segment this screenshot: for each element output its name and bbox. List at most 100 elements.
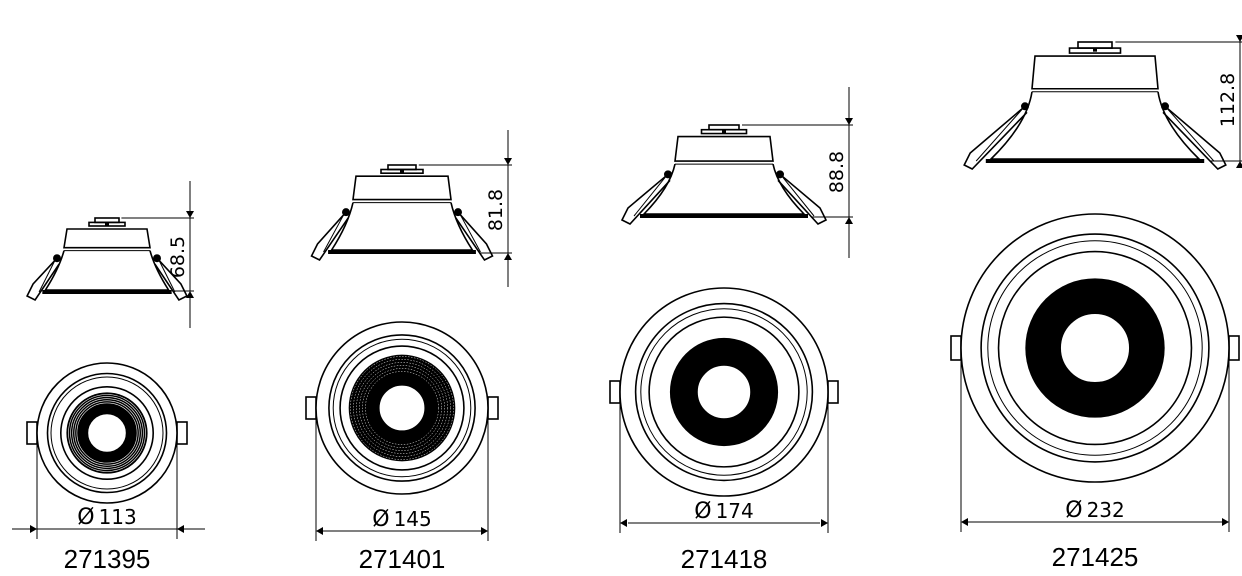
reflector-mesh-ring xyxy=(359,365,445,451)
driver-housing xyxy=(674,135,774,162)
spring-clip xyxy=(455,211,494,262)
mounting-tab xyxy=(950,335,962,361)
terminal-base xyxy=(88,221,126,227)
reflector-ring xyxy=(339,345,465,471)
front-view xyxy=(950,213,1240,483)
spring-clip xyxy=(620,173,671,225)
model-number-label: 271401 xyxy=(359,544,446,574)
arrow-head-icon xyxy=(504,158,512,165)
terminal-base xyxy=(380,168,424,174)
bezel-edge xyxy=(332,338,472,478)
arrow-head-icon xyxy=(845,217,853,224)
front-view xyxy=(305,321,499,495)
terminal-screw xyxy=(722,130,726,134)
front-view xyxy=(26,362,188,504)
diameter-value: 232 xyxy=(1087,498,1125,522)
terminal-base xyxy=(700,128,748,135)
terminal-screw xyxy=(1093,48,1097,52)
spring-clip xyxy=(26,257,60,302)
reflector-facet-ring xyxy=(72,398,142,468)
model-number-label: 271425 xyxy=(1052,542,1139,572)
spring-clip-edge xyxy=(38,260,56,293)
spring-clip-edge xyxy=(158,260,176,293)
terminal-screw xyxy=(105,222,109,226)
arrow-head-icon xyxy=(186,291,194,298)
inner-bezel-ring xyxy=(634,302,814,482)
bezel-flange xyxy=(640,214,808,218)
height-dimension: 68.5 xyxy=(121,181,194,328)
arrow-head-icon xyxy=(186,211,194,218)
terminal-base xyxy=(1068,47,1122,54)
reflector-mesh-ring xyxy=(362,368,442,448)
bezel-edge xyxy=(987,240,1203,456)
reflector-facet-ring xyxy=(74,400,140,466)
inner-bezel-ring xyxy=(46,372,168,494)
reflector-mesh-ring xyxy=(356,362,448,454)
bezel-edge xyxy=(640,308,808,476)
reflector-ring xyxy=(648,316,800,468)
inner-bezel-ring xyxy=(328,334,476,482)
height-dimension-label: 88.8 xyxy=(826,151,848,193)
arrow-head-icon xyxy=(30,525,37,533)
height-dimension-label: 81.8 xyxy=(485,189,507,231)
spring-clip-edge xyxy=(459,213,481,253)
model-number-label: 271418 xyxy=(681,544,768,574)
driver-housing xyxy=(1031,55,1159,90)
spring-clip-edge xyxy=(323,213,345,253)
arrow-head-icon xyxy=(1222,518,1229,526)
reflector-ring xyxy=(997,250,1193,446)
spring-clip-edge xyxy=(975,107,1024,162)
spring-clip xyxy=(777,173,828,225)
arrow-head-icon xyxy=(504,253,512,260)
arrow-head-icon xyxy=(845,118,853,125)
diameter-symbol: Ø xyxy=(77,505,94,530)
mounting-tab xyxy=(176,421,188,445)
arrow-head-icon xyxy=(177,525,184,533)
spring-clip xyxy=(154,257,188,302)
mounting-tab xyxy=(305,396,317,420)
height-dimension-label: 68.5 xyxy=(167,236,189,278)
driver-housing xyxy=(352,175,452,201)
diameter-symbol: Ø xyxy=(1065,498,1082,523)
spring-clip xyxy=(963,105,1028,170)
reflector-mesh-ring xyxy=(353,359,451,457)
arrow-head-icon xyxy=(961,518,968,526)
model-number-label: 271395 xyxy=(64,544,151,574)
diameter-value: 174 xyxy=(716,499,754,523)
arrow-head-icon xyxy=(316,527,323,535)
front-view xyxy=(609,287,839,497)
mounting-tab xyxy=(487,396,499,420)
bezel-flange xyxy=(42,290,172,294)
mounting-tab xyxy=(609,380,621,404)
height-dimension: 81.8 xyxy=(418,130,512,287)
diameter-value: 145 xyxy=(394,507,432,531)
side-view xyxy=(620,124,828,225)
arrow-head-icon xyxy=(620,519,627,527)
side-view xyxy=(963,41,1227,170)
arrow-head-icon xyxy=(481,527,488,535)
side-view xyxy=(310,164,494,262)
side-view xyxy=(26,217,188,302)
led-lens xyxy=(86,412,128,454)
bezel-edge xyxy=(50,376,164,490)
mounting-tab xyxy=(1228,335,1240,361)
spring-clip xyxy=(310,211,349,262)
driver-housing xyxy=(63,228,151,249)
reflector-facet-ring xyxy=(68,394,146,472)
arrow-head-icon xyxy=(821,519,828,527)
spring-clip-edge xyxy=(633,176,667,217)
arrow-head-icon xyxy=(1236,35,1242,42)
reflector-ring xyxy=(59,385,155,480)
reflector-facet-ring xyxy=(76,402,138,464)
